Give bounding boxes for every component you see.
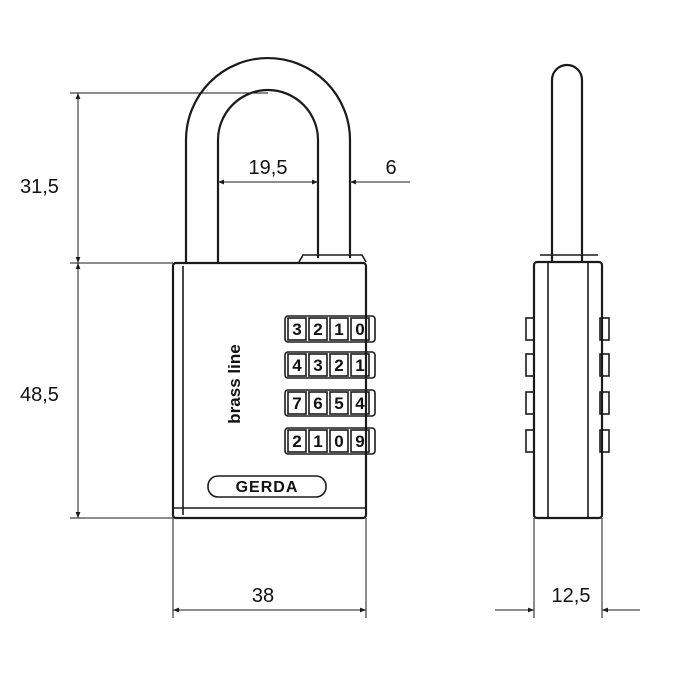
dial-digit: 5 (334, 394, 343, 413)
side-view (525, 63, 610, 520)
side-dial-wheel (525, 391, 535, 415)
dial-wheel (350, 429, 370, 453)
dial-row-frame (284, 427, 376, 455)
dial-digit: 1 (334, 320, 343, 339)
side-dials (525, 317, 610, 453)
side-dial-wheel (599, 317, 610, 341)
side-dial-wheel (525, 353, 535, 377)
dial-wheel (329, 391, 349, 415)
dial-wheel (350, 353, 370, 377)
dial-wheel (308, 429, 328, 453)
dial-digit: 2 (292, 432, 301, 451)
dial-wheel (329, 429, 349, 453)
dial-row-frame (284, 351, 376, 379)
side-dial-wheel (525, 429, 535, 453)
dimension-lines (70, 92, 640, 618)
dial-wheel (287, 391, 307, 415)
body-depth-label: 12,5 (552, 585, 591, 607)
dial-wheel (329, 317, 349, 341)
shackle-inner-width-label: 19,5 (249, 157, 288, 179)
dial-wheel (308, 391, 328, 415)
dial-wheel (308, 353, 328, 377)
dial-wheel (287, 429, 307, 453)
dial-wheel (287, 353, 307, 377)
dial-wheel (329, 353, 349, 377)
dial-digit: 7 (292, 394, 301, 413)
dimension-labels: 31,5 48,5 19,5 6 38 12,5 (20, 157, 590, 607)
dial-row-frame (284, 315, 376, 343)
side-shackle (540, 63, 598, 262)
dial-digit: 2 (334, 356, 343, 375)
side-dial-wheel (599, 429, 610, 453)
dial-digit: 9 (355, 432, 364, 451)
body-height-label: 48,5 (20, 384, 59, 406)
dial-wheel (350, 391, 370, 415)
side-dial-wheel (599, 391, 610, 415)
dial-digit: 0 (355, 320, 364, 339)
dial-digit: 1 (355, 356, 364, 375)
brand-logo: GERDA (207, 475, 327, 498)
dial-digit: 3 (313, 356, 322, 375)
engraving-text: brass line (225, 344, 244, 423)
side-dial-wheel (599, 353, 610, 377)
dial-digit: 2 (313, 320, 322, 339)
dial-digit: 0 (334, 432, 343, 451)
dial-digit: 4 (355, 394, 365, 413)
shackle-diameter-label: 6 (385, 157, 396, 179)
brand-text: GERDA (236, 479, 299, 496)
body-width-label: 38 (252, 585, 274, 607)
dial-digit: 1 (313, 432, 322, 451)
side-body (532, 260, 604, 520)
shackle (184, 56, 367, 263)
dial-digit: 6 (313, 394, 322, 413)
dial-wheel (350, 317, 370, 341)
side-dial-wheel (525, 317, 535, 341)
dial-wheel (308, 317, 328, 341)
dial-digit: 4 (292, 356, 302, 375)
dial-row-frame (284, 389, 376, 417)
dial-digit: 3 (292, 320, 301, 339)
shackle-height-label: 31,5 (20, 176, 59, 198)
dial-wheel (287, 317, 307, 341)
